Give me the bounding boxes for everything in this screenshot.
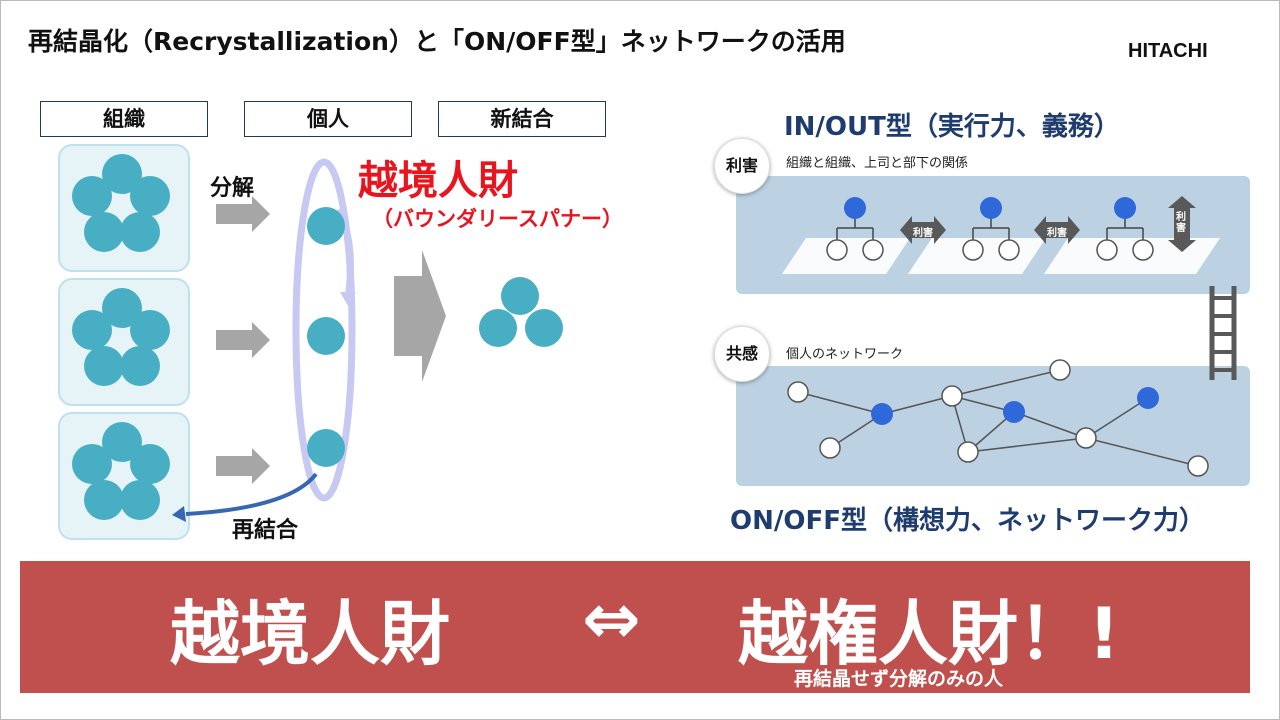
network-node-4 — [941, 385, 963, 407]
empathy-badge: 共感 — [714, 326, 770, 382]
ladder-icon — [1209, 286, 1237, 380]
header-individual: 個人 — [244, 101, 412, 137]
conflict-label-1: 利害 — [913, 228, 933, 239]
network-node-1 — [787, 381, 809, 403]
organization-group-2 — [58, 278, 190, 406]
header-new-combination: 新結合 — [438, 101, 606, 137]
recombine-label: 再結合 — [232, 518, 299, 543]
conflict-arrow-2 — [1034, 216, 1080, 244]
header-organization: 組織 — [40, 101, 208, 137]
decompose-label: 分解 — [210, 176, 255, 201]
banner-boundary-spanner: 越境人財 — [170, 593, 450, 675]
organization-group-3 — [58, 412, 190, 540]
manager-node-2 — [980, 197, 1002, 219]
decompose-arrow-3 — [216, 448, 270, 484]
banner-overstepping-person: 越権人財！! — [738, 593, 1120, 675]
manager-node-1 — [844, 197, 866, 219]
network-node-7 — [1049, 359, 1071, 381]
conflict-arrow-vertical — [1168, 196, 1196, 252]
network-node-5 — [1003, 401, 1025, 423]
organization-group-1 — [58, 144, 190, 272]
network-diagram — [782, 196, 1237, 477]
individual-dot-2 — [307, 317, 345, 355]
network-node-3 — [819, 437, 841, 459]
conflict-label-2: 利害 — [1047, 228, 1067, 239]
slide-title: 再結晶化（Recrystallization）と「ON/OFF型」ネットワークの… — [28, 27, 846, 56]
conclusion-banner — [20, 561, 1250, 693]
inout-caption: 組織と組織、上司と部下の関係 — [786, 156, 969, 171]
individual-dot-3 — [307, 429, 345, 467]
network-node-2 — [871, 403, 893, 425]
network-node-10 — [1187, 455, 1209, 477]
banner-equivalence-arrow: ⇔ — [582, 578, 641, 660]
recombine-arrow — [185, 472, 318, 516]
new-combination-dot-1 — [501, 277, 539, 315]
network-node-8 — [1075, 427, 1097, 449]
network-edges — [797, 369, 1199, 467]
conflict-arrow-1 — [900, 216, 946, 244]
conflict-label-vertical: 利害 — [1176, 212, 1186, 234]
hitachi-logo: HITACHI — [1128, 40, 1208, 62]
inout-panel — [736, 176, 1250, 294]
new-combination-dot-2 — [479, 309, 517, 347]
individual-loop — [292, 158, 356, 502]
onoff-caption: 個人のネットワーク — [786, 347, 904, 362]
decompose-arrow-2 — [216, 322, 270, 358]
interest-badge: 利害 — [714, 138, 770, 194]
manager-node-3 — [1114, 197, 1136, 219]
new-combination-dot-3 — [525, 309, 563, 347]
individual-dot-1 — [307, 207, 345, 245]
onoff-type-title: ON/OFF型（構想力、ネットワーク力） — [730, 506, 1205, 536]
big-arrow — [394, 250, 446, 382]
network-node-6 — [957, 441, 979, 463]
inout-type-title: IN/OUT型（実行力、義務） — [784, 112, 1120, 142]
boundary-spanner-title: 越境人財 — [358, 158, 518, 204]
decompose-arrow-1 — [216, 196, 270, 232]
banner-subtext: 再結晶せず分解のみの人 — [794, 668, 1004, 690]
decomposition-diagram — [172, 158, 563, 522]
boundary-spanner-subtitle: （バウンダリースパナー） — [372, 207, 623, 231]
network-node-9 — [1137, 387, 1159, 409]
